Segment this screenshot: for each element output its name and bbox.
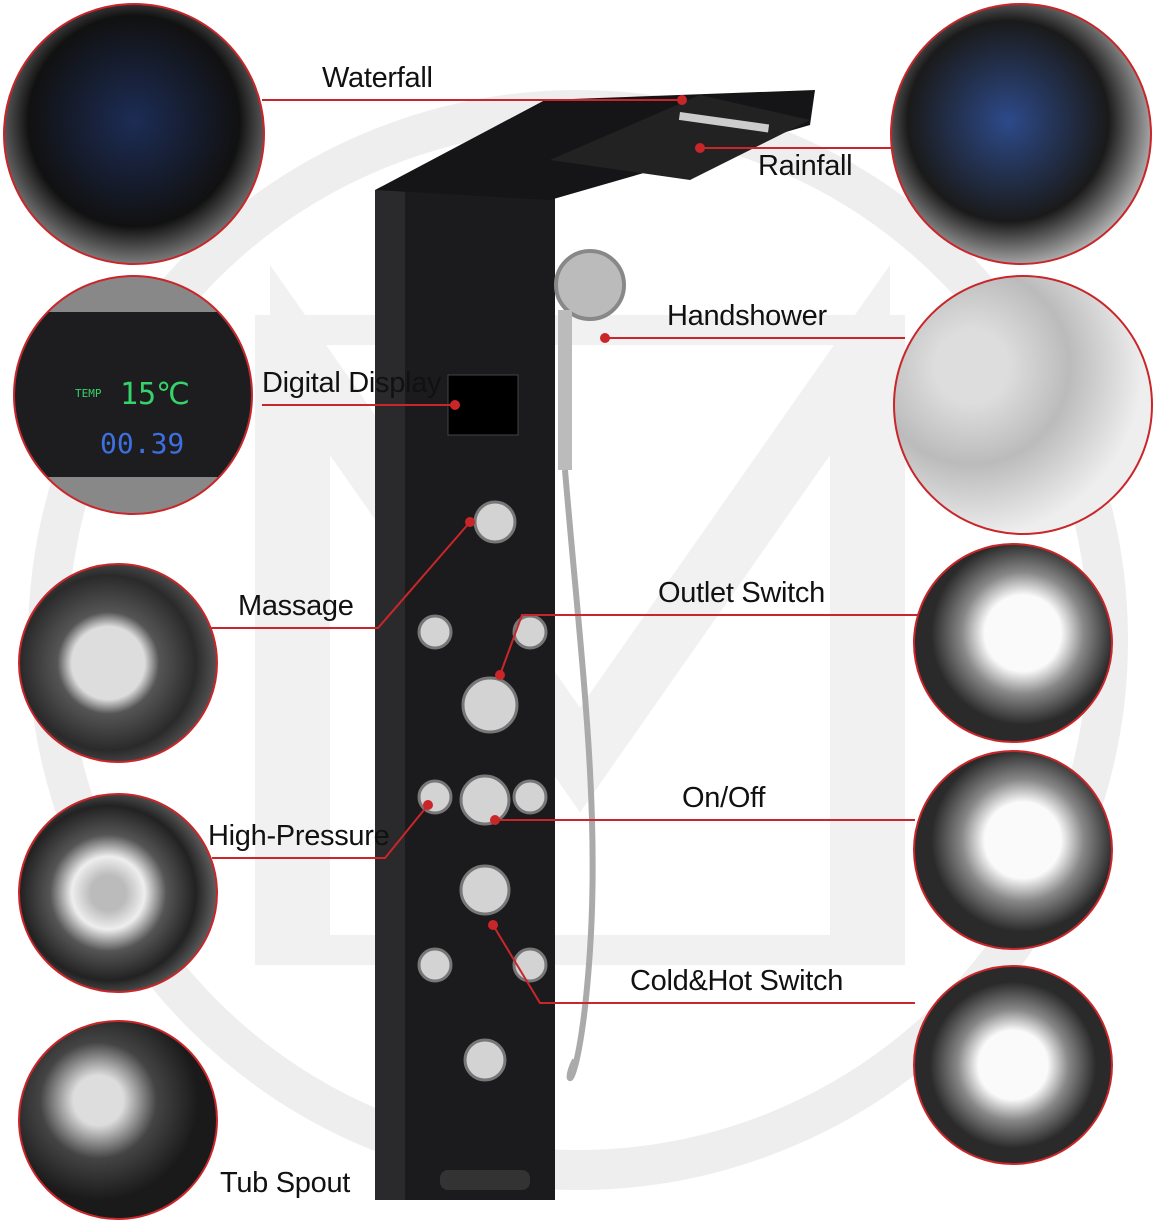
on-off-detail-circle <box>913 750 1113 950</box>
outlet-switch-knob <box>461 676 519 734</box>
label-cold-hot-switch: Cold&Hot Switch <box>630 965 844 997</box>
tub-spout-detail-circle <box>18 1020 218 1220</box>
body-jet <box>417 947 453 983</box>
handshower-head <box>554 249 626 321</box>
shower-hose <box>562 469 596 1082</box>
cold-hot-detail-circle <box>913 965 1113 1165</box>
outlet-switch-detail-circle <box>913 543 1113 743</box>
high-pressure-detail-circle <box>18 793 218 993</box>
body-jet <box>512 779 548 815</box>
label-massage: Massage <box>238 590 354 622</box>
handshower-detail-circle <box>893 275 1153 535</box>
label-handshower: Handshower <box>667 300 827 332</box>
handshower-handle <box>558 310 572 470</box>
rain-head-nozzles <box>550 95 810 180</box>
massage-detail-circle <box>18 563 218 763</box>
label-digital-display: Digital Display <box>262 367 442 399</box>
label-waterfall: Waterfall <box>322 62 433 94</box>
lcd-temperature: 15℃ <box>120 377 190 412</box>
label-rainfall: Rainfall <box>758 150 853 182</box>
label-on-off: On/Off <box>682 782 766 814</box>
waterfall-bar <box>678 111 770 133</box>
bottom-knob <box>463 1038 507 1082</box>
cold-hot-knob <box>459 864 511 916</box>
on-off-knob <box>459 774 511 826</box>
body-jet <box>417 614 453 650</box>
digital-display-detail-circle: TEMP 15℃ 00.39 <box>13 275 253 515</box>
tub-spout <box>440 1170 530 1190</box>
rainfall-detail-circle <box>890 3 1152 265</box>
lcd-temp-label: TEMP <box>75 387 102 400</box>
label-high-pressure: High-Pressure <box>208 820 390 852</box>
label-tub-spout: Tub Spout <box>220 1167 351 1199</box>
waterfall-detail-circle <box>3 3 265 265</box>
label-outlet-switch: Outlet Switch <box>658 577 825 609</box>
lcd-time: 00.39 <box>100 427 185 460</box>
